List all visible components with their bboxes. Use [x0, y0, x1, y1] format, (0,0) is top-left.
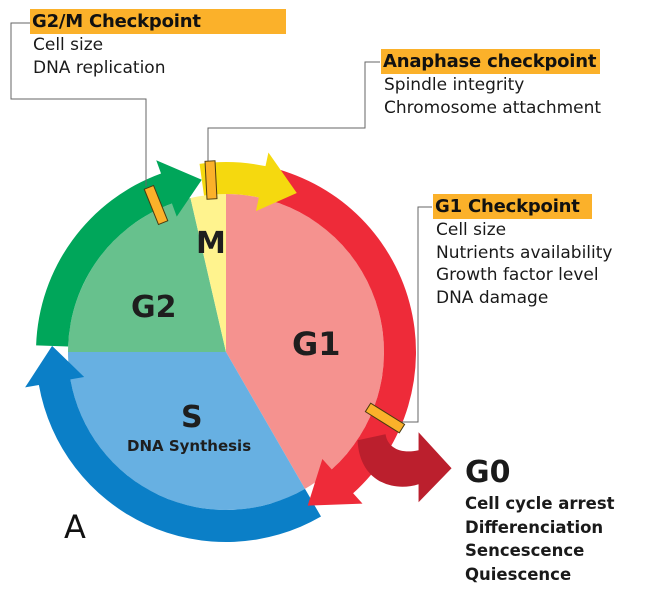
m-phase-label: M [196, 226, 226, 261]
g1-sector [226, 194, 384, 489]
g0-item: Quiescence [465, 564, 572, 584]
anaphase-item: Spindle integrity [384, 75, 525, 95]
anaphase-checkpoint-callout: Anaphase checkpoint Spindle integrity Ch… [381, 49, 601, 119]
s-phase-sublabel: DNA Synthesis [127, 437, 252, 455]
g1-connector-line [400, 206, 432, 423]
g2m-checkpoint-marker [143, 184, 169, 226]
s-phase-arrow [25, 345, 322, 542]
g0-title: G0 [465, 455, 511, 490]
g1-checkpoint-title: G1 Checkpoint [433, 194, 592, 219]
g2m-connector-line [10, 22, 147, 186]
g1-phase-label: G1 [292, 325, 341, 363]
g0-callout: G0 Cell cycle arrest Differenciation Sen… [465, 456, 615, 586]
g2m-item: Cell size [33, 35, 104, 55]
g2-phase-label: G2 [131, 290, 177, 325]
s-phase-label: S [181, 400, 203, 435]
g0-item: Differenciation [465, 517, 604, 537]
g1-item: DNA damage [436, 287, 549, 308]
g2m-checkpoint-title: G2/M Checkpoint [30, 9, 286, 34]
m-phase-arrow [199, 152, 297, 212]
g1-phase-arrow [258, 166, 417, 506]
g0-item: Sencescence [465, 541, 585, 560]
anaphase-checkpoint-title: Anaphase checkpoint [381, 49, 601, 74]
g2m-item: DNA replication [33, 57, 166, 78]
anaphase-checkpoint-marker [204, 160, 218, 200]
g2m-checkpoint-callout: G2/M Checkpoint Cell size DNA replicatio… [30, 9, 286, 79]
g1-checkpoint-callout: G1 Checkpoint Cell size Nutrients availa… [433, 194, 612, 309]
anaphase-item: Chromosome attachment [384, 97, 602, 118]
g1-item: Cell size [436, 220, 507, 240]
g1-item: Nutrients availability [436, 242, 613, 263]
g1-item: Growth factor level [436, 265, 599, 285]
g1-checkpoint-marker [364, 402, 406, 434]
m-sector [190, 194, 226, 352]
s-sector [68, 352, 305, 510]
anaphase-connector-line [207, 61, 380, 170]
g0-exit-arrow [357, 432, 452, 503]
g2-sector [68, 198, 226, 352]
panel-label: A [64, 508, 86, 546]
g0-item: Cell cycle arrest [465, 494, 615, 513]
